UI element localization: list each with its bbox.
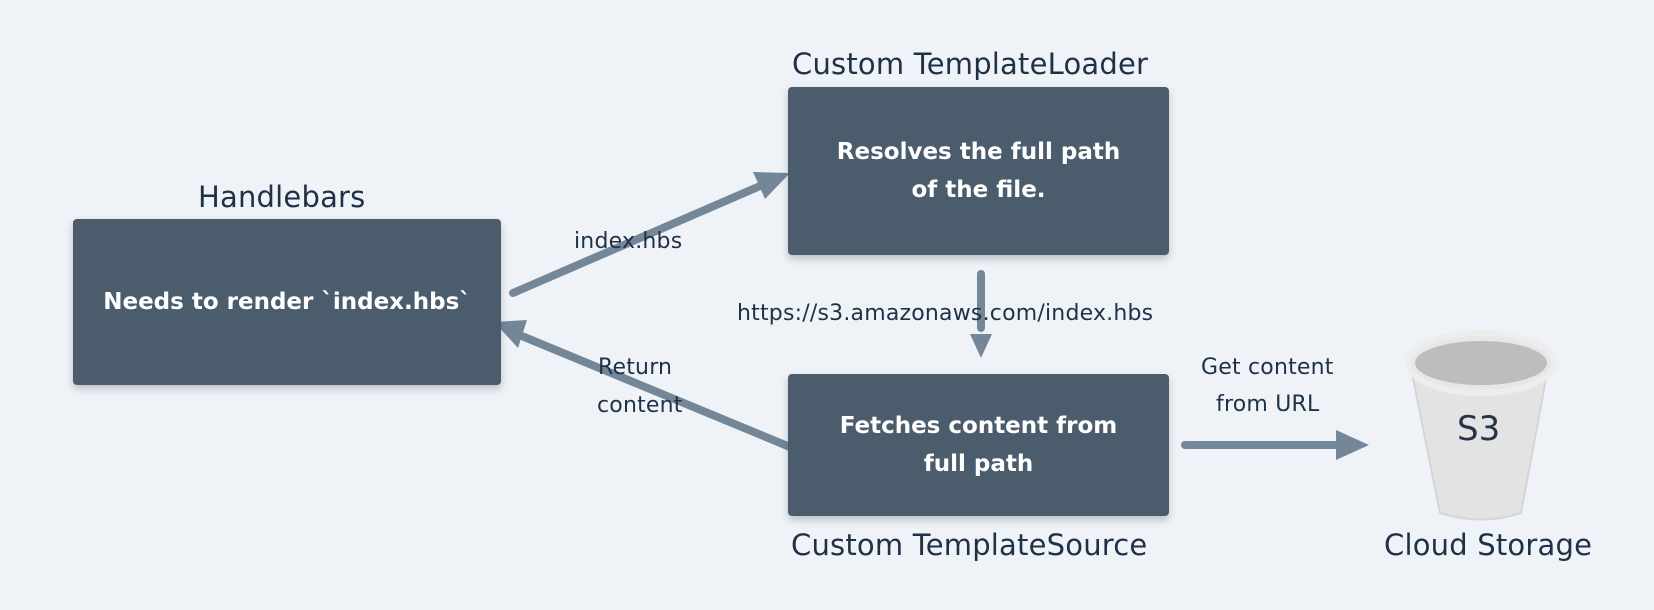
cloud-storage-title: Cloud Storage (1384, 528, 1593, 562)
edge-label-get-content-line2: from URL (1216, 392, 1320, 417)
bucket-icon (1405, 330, 1557, 521)
template-source-box: Fetches content from full path (788, 374, 1169, 516)
template-source-title: Custom TemplateSource (791, 528, 1148, 562)
arrowhead-to-storage (1336, 430, 1369, 460)
edge-label-get-content-line1: Get content (1201, 355, 1334, 380)
edge-label-s3-url: https://s3.amazonaws.com/index.hbs (737, 301, 1154, 326)
handlebars-box-text: Needs to render `index.hbs` (103, 289, 471, 315)
handlebars-title: Handlebars (198, 180, 366, 214)
arrow-source-to-handlebars (513, 330, 794, 451)
arrowhead-to-loader (753, 172, 790, 199)
arrowhead-to-source (970, 334, 992, 358)
template-source-box-text: Fetches content from full path (839, 413, 1118, 477)
arrowhead-to-handlebars (494, 320, 527, 348)
s3-label: S3 (1457, 409, 1501, 449)
arrow-handlebars-to-loader (509, 179, 771, 297)
template-loader-box: Resolves the full path of the file. (788, 87, 1169, 255)
edge-label-return-line2: content (597, 393, 683, 418)
edge-label-index-hbs: index.hbs (574, 229, 683, 254)
template-loader-box-text: Resolves the full path of the file. (836, 139, 1121, 203)
edge-label-return-line1: Return (598, 355, 673, 380)
handlebars-box: Needs to render `index.hbs` (73, 219, 501, 385)
template-loader-title: Custom TemplateLoader (792, 47, 1149, 81)
